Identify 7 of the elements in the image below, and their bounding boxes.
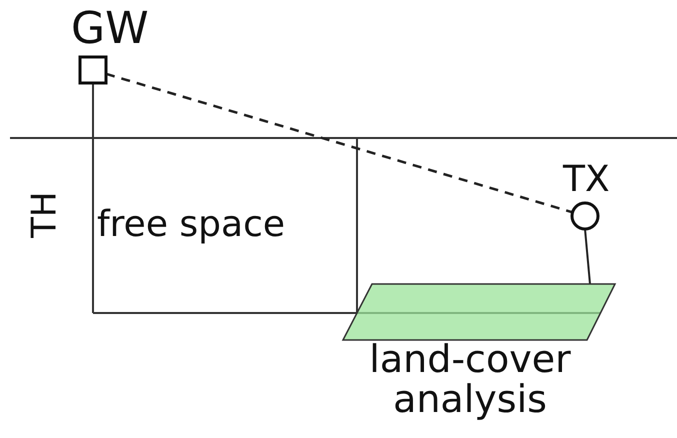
node-label: GW [71,5,149,54]
dashed-link-line [106,72,573,214]
region-label: free space [97,205,286,245]
connector-line [584,228,591,284]
node-label: TX [563,160,610,200]
area-caption: land-cover analysis [368,340,572,420]
axis-label: TH [26,192,64,238]
